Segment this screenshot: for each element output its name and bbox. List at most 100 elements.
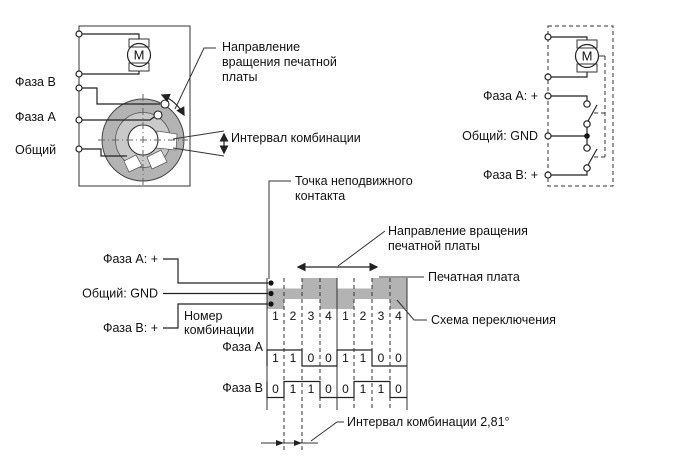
rotation-top-line1: Направление: [222, 40, 300, 54]
dimension-arrow-icon: [294, 440, 302, 446]
combo-number: 1: [272, 309, 279, 323]
phase-a-input-wire: [163, 258, 268, 284]
bit: 1: [378, 382, 385, 396]
motor-wire-top: [79, 33, 140, 39]
dashed-frame: [547, 25, 614, 187]
phase-b-wire: [79, 87, 160, 105]
motor-label: M: [582, 49, 593, 64]
waveform-phase-b: Фаза B 0 1 1 0 0 1 1 0: [222, 380, 407, 399]
rotation-bottom-pointer: [337, 230, 386, 267]
contact-disc: [98, 94, 188, 186]
label-phase-b-plus: Фаза B: +: [103, 321, 158, 335]
combo-number: 2: [360, 309, 367, 323]
label-phase-a: Фаза A: +: [483, 89, 538, 103]
terminal: [75, 116, 83, 124]
switch-contact: [583, 144, 591, 152]
phase-a-wire: [548, 95, 588, 101]
bit: 0: [395, 351, 402, 365]
fixed-contact-dot: [268, 280, 274, 286]
angle-line-lower: [172, 147, 225, 157]
bit: 1: [360, 382, 367, 396]
combo-number: 3: [378, 309, 385, 323]
terminal: [544, 171, 552, 179]
terminal: [75, 70, 83, 78]
motor-wire-top: [548, 36, 588, 40]
terminal: [75, 30, 83, 38]
waveform-phase-a: Фаза A 1 1 0 0 1 1 0 0: [222, 340, 407, 367]
combo-number: 2: [290, 309, 297, 323]
left-circuit-box: M Фаза B Фаза A Общий: [15, 25, 191, 187]
motor-icon: M: [126, 38, 152, 72]
interval-angle-annotation: Интервал комбинации: [172, 130, 361, 157]
bit: 0: [395, 382, 402, 396]
pcb-label: Печатная плата: [428, 270, 520, 284]
angle-line-upper: [172, 130, 225, 140]
motor-label: M: [134, 48, 145, 63]
phase-b-input-wire: [163, 303, 268, 329]
bit: 1: [290, 351, 297, 365]
label-phase-a-plus: Фаза A: +: [103, 252, 158, 266]
bit: 1: [272, 351, 279, 365]
combo-caption-line2: комбинации: [184, 323, 254, 337]
disc-notch-bottom-right: [146, 149, 168, 170]
rotation-bottom-annotation: Направление вращения печатной платы: [296, 224, 528, 272]
disc-notch-bottom-left: [123, 154, 143, 173]
combo-caption: Номер комбинации: [184, 309, 254, 337]
rotation-pointer-line: [174, 47, 216, 110]
bit: 1: [360, 351, 367, 365]
combo-number: 4: [325, 309, 332, 323]
bit: 0: [325, 382, 332, 396]
combo-number: 4: [395, 309, 402, 323]
terminal: [75, 145, 83, 153]
rotation-annotation: Направление вращения печатной платы: [160, 40, 337, 117]
motor-wire-bottom: [548, 72, 588, 78]
terminal: [544, 132, 552, 140]
switch-blade: [587, 104, 598, 122]
label-common: Общий: GND: [462, 129, 538, 143]
terminal: [75, 84, 83, 92]
fixed-contact-dot: [268, 301, 274, 307]
fixed-contact-line1: Точка неподвижного: [295, 174, 413, 188]
contact-point-outer: [160, 99, 170, 109]
bit: 1: [342, 351, 349, 365]
switch-contact: [583, 164, 591, 172]
interval-bottom-label: Интервал комбинации 2,81°: [347, 415, 510, 429]
bit: 0: [325, 351, 332, 365]
fixed-contact-pointer: [268, 180, 291, 279]
track-inputs: Фаза A: + Общий: GND Фаза B: +: [82, 252, 268, 335]
waveform-a-label: Фаза A: [222, 340, 263, 354]
right-circuit-box: M Фаза A: + Общий: GND Фаза B: +: [462, 25, 614, 187]
terminal: [544, 73, 552, 81]
label-phase-a: Фаза A: [15, 110, 56, 124]
terminal: [544, 92, 552, 100]
phase-b-wire: [548, 171, 588, 176]
rotation-bottom-line2: печатной платы: [388, 239, 480, 253]
switch-blade: [587, 148, 598, 166]
fixed-contact-dot: [268, 290, 274, 297]
interval-dimension: Интервал комбинации 2,81°: [261, 415, 510, 446]
phase-a-wire: [79, 116, 155, 121]
track-a-segment: [302, 278, 337, 289]
common-wire: [79, 148, 127, 157]
rotation-top-line3: платы: [222, 70, 257, 84]
bit: 1: [308, 382, 315, 396]
pattern-label: Схема переключения: [431, 313, 556, 327]
bit: 0: [272, 382, 279, 396]
bit: 0: [308, 351, 315, 365]
circuit-frame: [78, 25, 191, 187]
bit: 0: [342, 382, 349, 396]
combo-number: 1: [342, 309, 349, 323]
label-phase-b: Фаза B: +: [483, 168, 538, 182]
motor-wire-bottom: [79, 71, 140, 75]
track-b-segment: [390, 299, 407, 309]
interval-top-label: Интервал комбинации: [231, 131, 361, 145]
rotation-bottom-line1: Направление вращения: [388, 224, 528, 238]
bit: 0: [378, 351, 385, 365]
combo-caption-line1: Номер: [184, 309, 223, 323]
dimension-arrow-icon: [276, 440, 284, 446]
fixed-contact-annotation: Точка неподвижного контакта: [268, 174, 413, 279]
rotation-top-line2: вращения печатной: [222, 55, 337, 69]
track-a-segment: [372, 278, 407, 289]
